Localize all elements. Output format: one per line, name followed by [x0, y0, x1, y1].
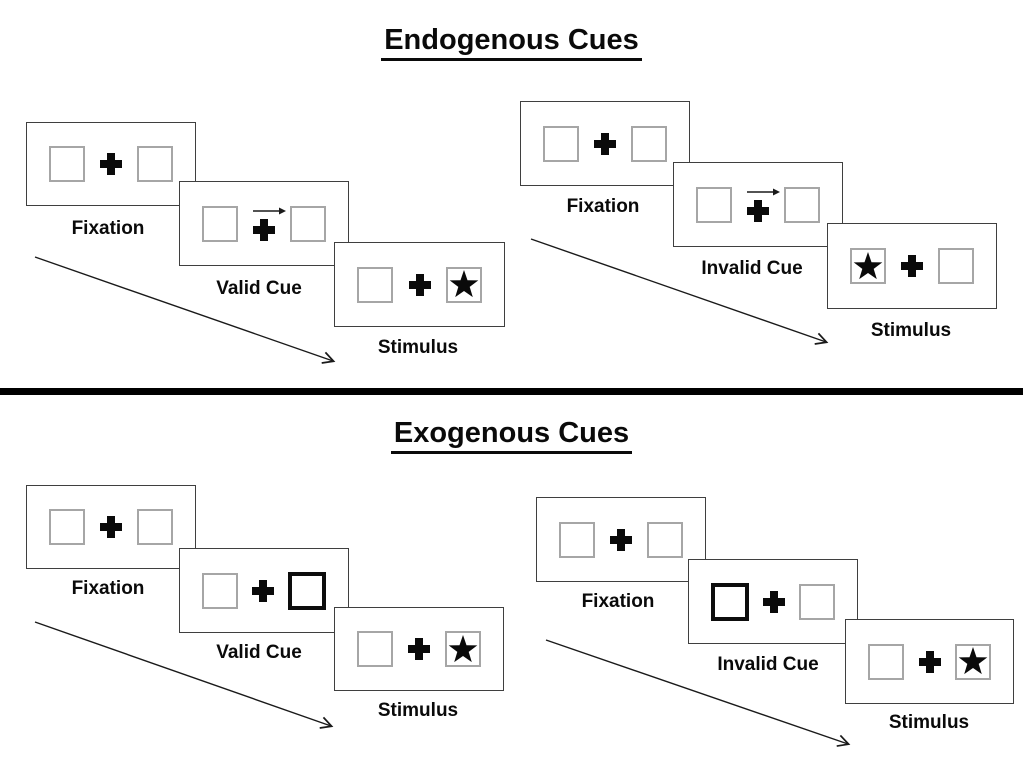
invalid-cue-label: Invalid Cue	[717, 654, 819, 675]
right-arrow-cue-icon	[253, 207, 286, 215]
right-placeholder-square	[784, 186, 820, 223]
stimulus-label: Stimulus	[888, 712, 970, 733]
valid-cue-frame	[179, 181, 349, 266]
time-arrow	[530, 238, 829, 345]
right-placeholder-square	[446, 266, 482, 303]
fixation-cross-icon	[253, 219, 275, 241]
time-arrow	[34, 621, 334, 729]
fixation-frame	[520, 101, 690, 186]
fixation-cross-icon	[901, 255, 923, 277]
fixation-label: Fixation	[71, 218, 145, 239]
right-arrow-cue-icon	[747, 188, 780, 196]
invalid-cue-frame	[688, 559, 858, 644]
fixation-cross-icon	[918, 650, 941, 673]
fixation-cross-icon	[747, 200, 769, 222]
right-placeholder-square	[647, 521, 683, 558]
right-placeholder-square	[955, 643, 991, 680]
exogenous-section-title: Exogenous Cues	[0, 417, 1023, 454]
stimulus-label: Stimulus	[870, 320, 952, 341]
left-placeholder-square	[543, 125, 579, 162]
left-placeholder-square	[868, 643, 904, 680]
valid-cue-frame	[179, 548, 349, 633]
fixation-label: Fixation	[71, 578, 145, 599]
fixation-cross-icon	[100, 153, 122, 175]
fixation-cross-icon	[610, 528, 632, 551]
fixation-cross-icon	[763, 590, 785, 613]
fixation-frame	[26, 122, 196, 206]
stimulus-label: Stimulus	[377, 700, 459, 721]
stimulus-frame	[334, 242, 505, 327]
fixation-cross-icon	[408, 638, 430, 660]
invalid-cue-label: Invalid Cue	[701, 258, 803, 279]
highlighted-cue-square-right	[288, 571, 326, 610]
star-stimulus-icon	[958, 647, 988, 675]
time-arrow	[34, 256, 336, 364]
left-placeholder-square	[202, 205, 238, 242]
star-stimulus-icon	[449, 270, 479, 298]
section-divider	[0, 388, 1023, 395]
left-placeholder-square	[202, 572, 238, 609]
right-placeholder-square	[290, 205, 326, 242]
fixation-cross-icon	[594, 132, 616, 155]
invalid-cue-frame	[673, 162, 843, 247]
right-placeholder-square	[137, 509, 173, 545]
time-arrow	[545, 639, 851, 747]
highlighted-cue-square-left	[711, 582, 749, 621]
endogenous-section-title: Endogenous Cues	[0, 24, 1023, 61]
right-placeholder-square	[799, 583, 835, 620]
right-placeholder-square	[445, 631, 481, 667]
stimulus-label: Stimulus	[377, 337, 459, 358]
fixation-label: Fixation	[566, 196, 640, 217]
right-placeholder-square	[137, 146, 173, 182]
left-placeholder-square	[850, 248, 886, 284]
stimulus-frame	[845, 619, 1014, 704]
left-placeholder-square	[696, 186, 732, 223]
left-placeholder-square	[357, 266, 393, 303]
fixation-frame	[26, 485, 196, 569]
stimulus-frame	[334, 607, 504, 691]
star-stimulus-icon	[448, 634, 478, 662]
right-placeholder-square	[938, 248, 974, 284]
fixation-cross-icon	[252, 579, 274, 602]
right-placeholder-square	[631, 125, 667, 162]
left-placeholder-square	[357, 631, 393, 667]
star-stimulus-icon	[853, 251, 883, 279]
fixation-label: Fixation	[581, 591, 655, 612]
left-placeholder-square	[49, 509, 85, 545]
left-placeholder-square	[559, 521, 595, 558]
stimulus-frame	[827, 223, 997, 309]
valid-cue-label: Valid Cue	[216, 278, 302, 299]
valid-cue-label: Valid Cue	[216, 642, 302, 663]
fixation-frame	[536, 497, 706, 582]
fixation-cross-icon	[408, 273, 431, 296]
fixation-cross-icon	[100, 516, 122, 538]
left-placeholder-square	[49, 146, 85, 182]
